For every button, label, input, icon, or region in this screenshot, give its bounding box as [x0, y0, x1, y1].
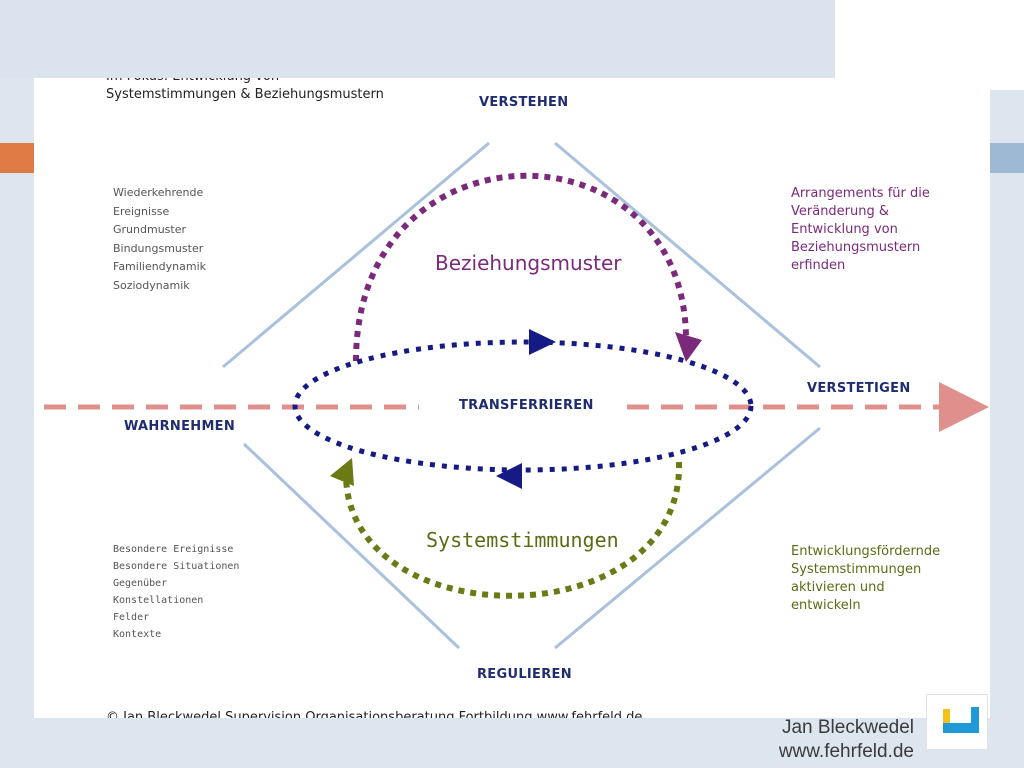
diamond-frame — [222, 141, 821, 650]
axis-label-center: TRANSFERRIEREN — [459, 398, 594, 413]
axis-label-left: WAHRNEHMEN — [124, 419, 236, 434]
note-upper: Arrangements für die Veränderung & Entwi… — [791, 185, 930, 275]
slide-header: Im Fokus: Entwicklung von Systemstimmung… — [106, 78, 384, 104]
list-item: Familiendynamik — [113, 260, 207, 273]
note-line: entwickeln — [791, 598, 861, 613]
transfer-arrow-left — [496, 463, 522, 489]
list-item: Ereignisse — [113, 204, 170, 218]
lower-cycle-arrowhead — [330, 458, 354, 486]
brand-url: www.fehrfeld.de — [778, 741, 914, 762]
axis-label-top: VERSTEHEN — [479, 95, 569, 110]
note-line: aktivieren und — [791, 580, 885, 595]
list-item: Wiederkehrende — [113, 186, 204, 199]
cycle-label-upper: Beziehungsmuster — [435, 251, 622, 275]
axis-label-right: VERSTETIGEN — [807, 381, 911, 396]
slide-footer: © Jan Bleckwedel Supervision Organisatio… — [106, 710, 643, 718]
note-line: erfinden — [791, 258, 846, 273]
accent-bar-blue — [990, 143, 1024, 173]
transfer-cycle-ellipse — [292, 339, 754, 473]
note-line: Veränderung & — [791, 204, 890, 219]
list-item: Besondere Situationen — [113, 561, 240, 572]
header-line-2: Systemstimmungen & Beziehungsmustern — [106, 87, 384, 102]
note-line: Entwicklung von — [791, 222, 898, 237]
note-line: Systemstimmungen — [791, 562, 922, 577]
top-band — [0, 0, 835, 78]
note-lower: Entwicklungsfördernde Systemstimmungen a… — [791, 543, 940, 615]
list-item: Besondere Ereignisse — [113, 544, 234, 555]
transfer-arrow-right — [529, 329, 556, 355]
list-item: Soziodynamik — [113, 278, 190, 292]
list-item: Konstellationen — [113, 595, 204, 606]
list-item: Felder — [113, 612, 150, 623]
brand-logo — [926, 694, 988, 750]
list-item: Grundmuster — [113, 223, 186, 236]
axis-label-bottom: REGULIEREN — [477, 667, 572, 682]
brand-block: Jan Bleckwedel www.fehrfeld.de — [779, 716, 914, 764]
header-line-1: Im Fokus: Entwicklung von — [106, 78, 384, 86]
list-item: Kontexte — [113, 629, 162, 640]
list-upper: Wiederkehrende Ereignisse Grundmuster Bi… — [113, 184, 206, 295]
diagram-slide: Im Fokus: Entwicklung von Systemstimmung… — [34, 78, 990, 718]
note-line: Entwicklungsfördernde — [791, 544, 941, 559]
note-line: Arrangements für die — [791, 186, 930, 201]
upper-cycle-arrowhead — [675, 332, 702, 362]
accent-bar-orange — [0, 143, 34, 173]
note-line: Beziehungsmustern — [791, 240, 921, 255]
list-lower: Besondere Ereignisse Besondere Situation… — [113, 541, 239, 643]
list-item: Bindungsmuster — [113, 241, 204, 255]
list-item: Gegenüber — [113, 578, 168, 589]
cycle-label-lower: Systemstimmungen — [426, 528, 619, 552]
top-right-panel — [835, 0, 1024, 90]
diagram-graphic — [44, 141, 989, 650]
brand-name: Jan Bleckwedel — [781, 717, 914, 738]
